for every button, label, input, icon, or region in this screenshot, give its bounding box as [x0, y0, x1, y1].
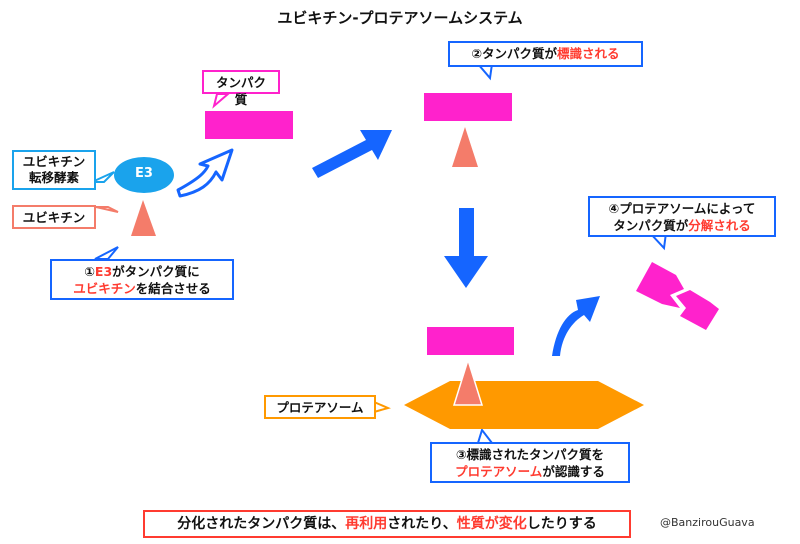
proteasome-label: プロテアソーム	[276, 400, 364, 415]
step1-mid: がタンパク質に	[112, 264, 200, 279]
step-arrow-1	[312, 130, 392, 178]
step1-callout: ①E3がタンパク質に ユビキチンを結合させる	[50, 259, 234, 300]
recognized-ubiquitin-triangle	[452, 357, 484, 406]
labeled-protein-block	[424, 93, 512, 121]
enzyme-label-line2: 転移酵素	[28, 170, 79, 185]
summary-end: したりする	[526, 516, 597, 532]
summary-mid: されたり、	[387, 516, 457, 532]
summary-highlight-2: 性質が変化	[456, 516, 527, 532]
enzyme-label-line1: ユビキチン	[22, 154, 86, 169]
step2-callout: ②タンパク質が標識される	[448, 41, 643, 67]
step1-callout-tail	[94, 246, 119, 260]
step1-e3: E3	[94, 264, 113, 279]
step4-pre: タンパク質が	[613, 218, 689, 233]
proteasome-callout: プロテアソーム	[264, 395, 376, 419]
summary-pre: 分化されたタンパク質は、	[177, 516, 346, 532]
step1-ubiquitin: ユビキチン	[73, 281, 136, 296]
step3-highlight: プロテアソーム	[455, 464, 543, 479]
step-arrow-2	[444, 208, 488, 288]
proteasome-callout-tail	[373, 400, 391, 414]
ubiquitin-callout-tail	[95, 206, 119, 213]
protein-block	[205, 111, 293, 139]
e3-ellipse	[114, 157, 174, 193]
enzyme-callout: ユビキチン 転移酵素	[12, 150, 96, 190]
summary-box: 分化されたタンパク質は、再利用されたり、性質が変化したりする	[143, 510, 631, 538]
step2-pre: ②タンパク質が	[471, 46, 558, 61]
step3-line1: ③標識されたタンパク質を	[455, 447, 605, 462]
step4-highlight: 分解される	[688, 218, 751, 233]
step3-end: が認識する	[542, 464, 605, 479]
step1-num: ①	[84, 264, 95, 279]
protein-label: タンパク質	[215, 75, 266, 107]
protein-callout-tail	[212, 93, 231, 109]
step-arrow-3	[552, 296, 600, 356]
fragment-1	[636, 262, 684, 308]
summary-highlight-1: 再利用	[345, 516, 388, 532]
ubiquitin-callout: ユビキチン	[12, 205, 96, 229]
bind-arrow	[176, 148, 234, 198]
step4-callout: ④プロテアソームによって タンパク質が分解される	[588, 196, 776, 237]
step4-line1: ④プロテアソームによって	[608, 201, 756, 216]
step2-highlight: 標識される	[557, 46, 620, 61]
e3-label: E3	[135, 166, 153, 181]
page-title: ユビキチン-プロテアソームシステム	[277, 9, 523, 27]
ubiquitin-label: ユビキチン	[22, 210, 86, 225]
ubiquitin-triangle	[131, 200, 156, 236]
step3-callout: ③標識されたタンパク質を プロテアソームが認識する	[430, 442, 630, 483]
step1-end: を結合させる	[135, 281, 211, 296]
labeled-ubiquitin-triangle	[452, 127, 478, 167]
recognized-protein-block	[427, 327, 514, 355]
protein-callout: タンパク質	[202, 70, 280, 107]
proteasome-shape	[404, 381, 644, 429]
credit-text: @BanzirouGuava	[660, 516, 755, 529]
fragment-2	[676, 290, 719, 330]
enzyme-callout-tail	[91, 171, 115, 183]
